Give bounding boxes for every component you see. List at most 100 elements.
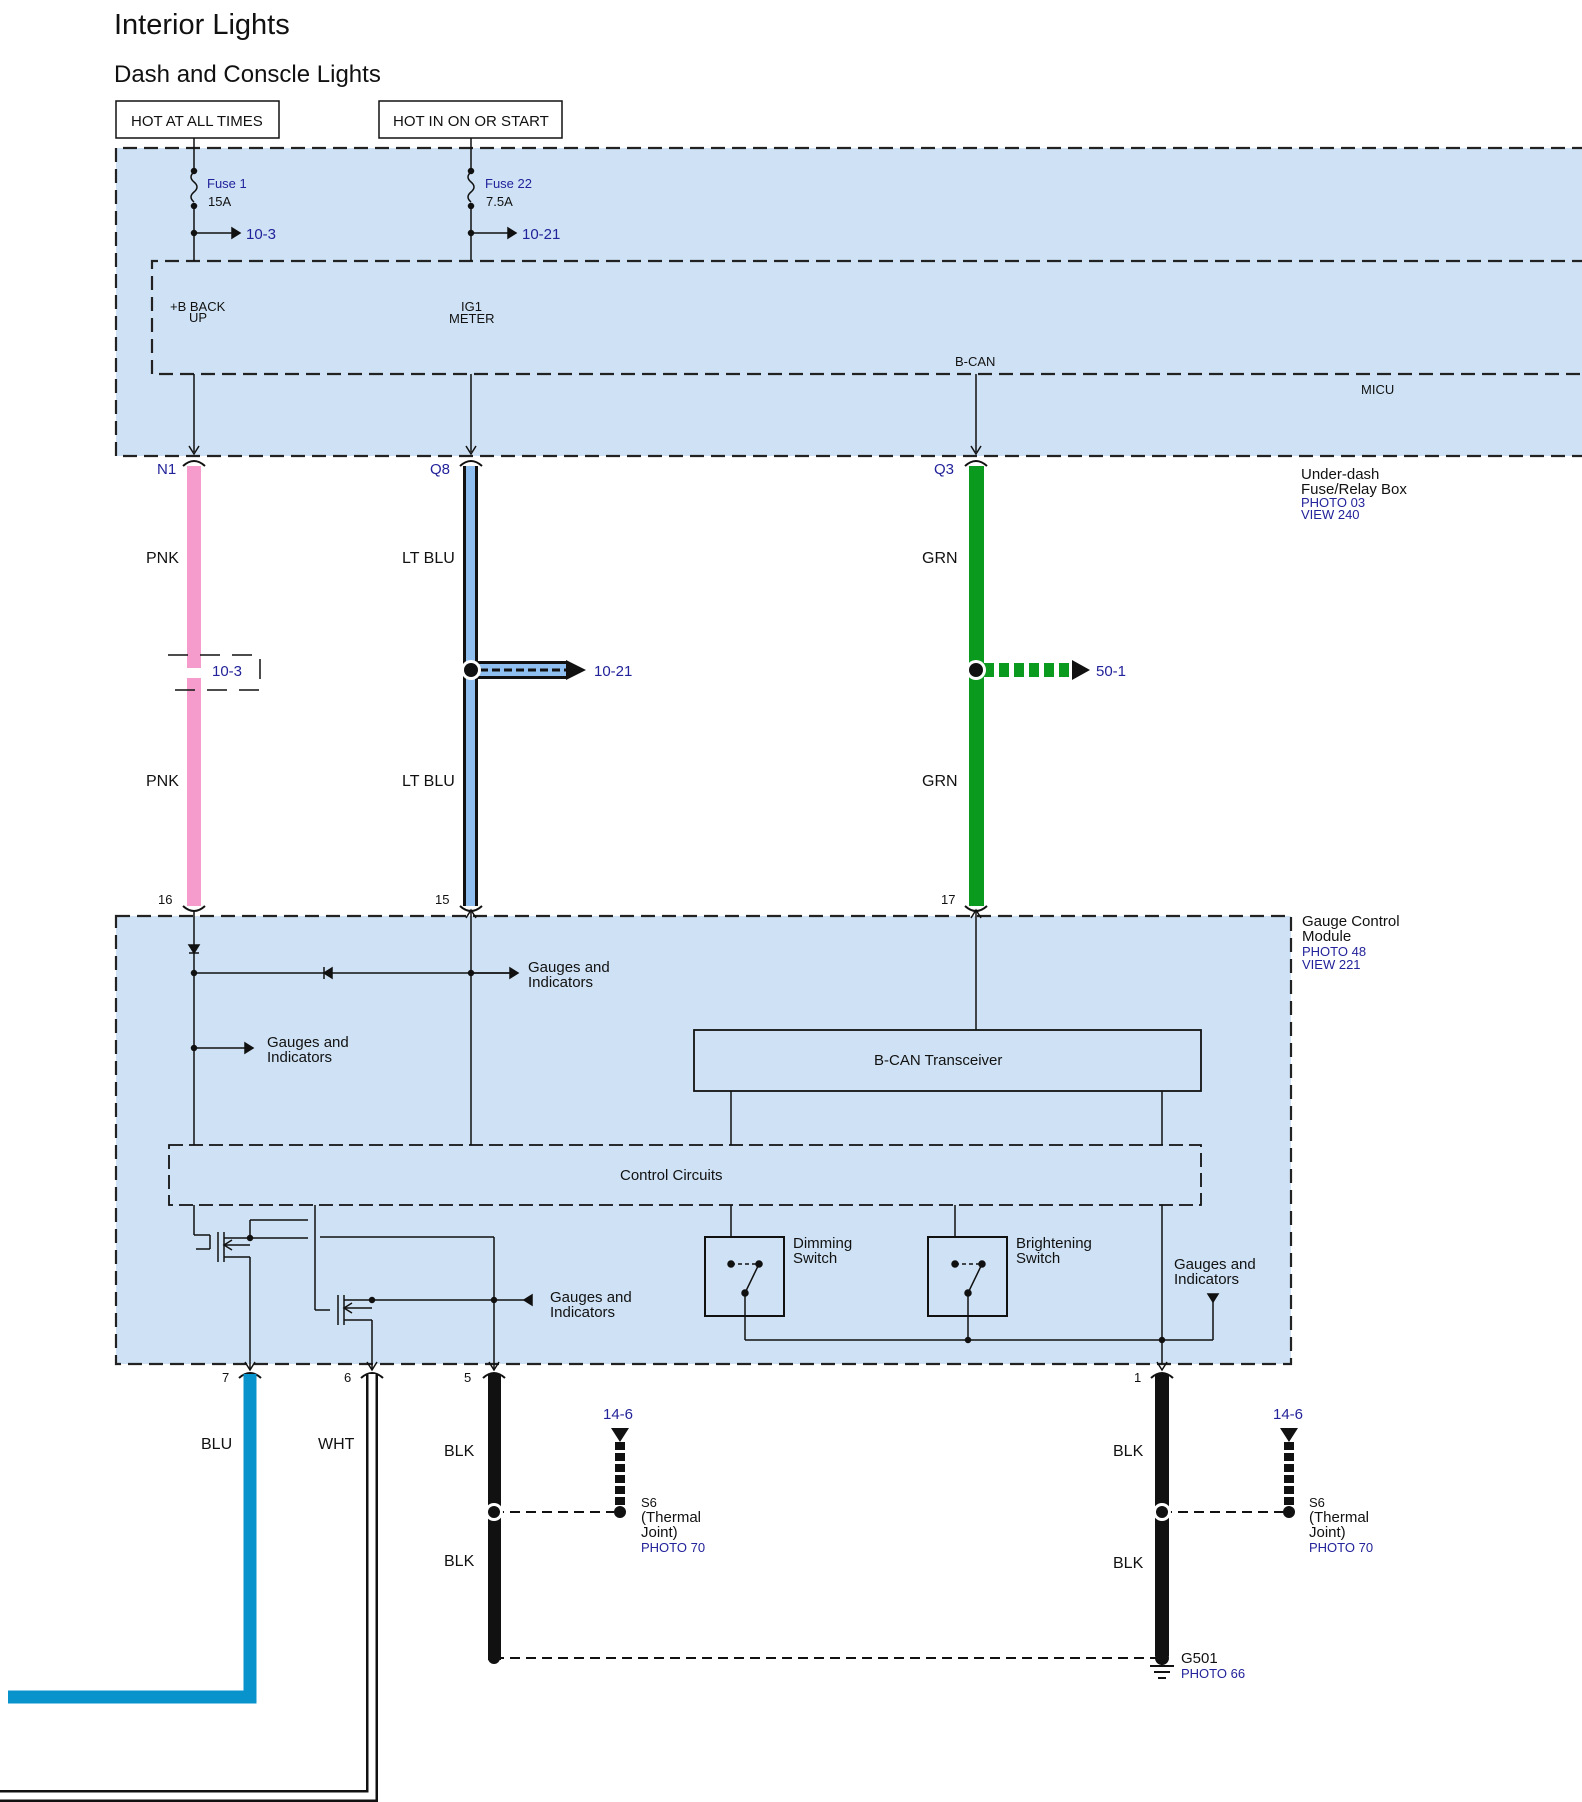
brightening-switch	[745, 1236, 1220, 1344]
grn-branch-ref[interactable]: 50-1	[1096, 663, 1126, 680]
pin-7: 7	[222, 1370, 229, 1385]
pin-17: 17	[941, 892, 955, 907]
s6-right-ref[interactable]: 14-6	[1273, 1406, 1303, 1423]
s6-left-label-3: Joint)	[641, 1524, 678, 1541]
micu-ig1-label-1: IG1	[461, 299, 482, 314]
blk-label-pin5-lower: BLK	[444, 1553, 475, 1570]
grn-branch[interactable]	[966, 660, 1090, 680]
gi-c-label-1: Gauges and	[550, 1289, 632, 1306]
gauge-control-module	[114, 914, 1293, 1366]
s6-right-label-3: Joint)	[1309, 1524, 1346, 1541]
g501-label: G501	[1181, 1650, 1218, 1667]
ground-icon	[1150, 1651, 1174, 1679]
hot-in-on-label: HOT IN ON OR START	[393, 113, 549, 130]
relay-box-photo[interactable]: PHOTO 03	[1301, 495, 1365, 510]
page-subtitle: Dash and Conscle Lights	[114, 61, 381, 88]
gcm-internal-wiring	[187, 908, 1163, 1364]
ltblu-label-lower: LT BLU	[402, 773, 455, 790]
grn-label-upper: GRN	[922, 550, 958, 567]
micu-backup-label-2: UP	[189, 310, 207, 325]
fuse-1	[190, 138, 242, 261]
gcm-label-1: Gauge Control	[1302, 913, 1400, 930]
hot-in-on-box	[378, 100, 563, 139]
s6-left-photo[interactable]: PHOTO 70	[641, 1540, 705, 1555]
brightening-switch-label-1: Brightening	[1016, 1235, 1092, 1252]
ltblu-branch[interactable]	[461, 660, 586, 680]
fuse-1-ref[interactable]: 10-3	[246, 226, 276, 243]
gi-d-label-2: Indicators	[1174, 1271, 1239, 1288]
dimming-switch	[704, 1236, 785, 1340]
pin-1: 1	[1134, 1370, 1141, 1385]
bcan-transceiver-box	[693, 1029, 1202, 1092]
relay-box-label-2: Fuse/Relay Box	[1301, 481, 1407, 498]
micu-backup-label-1: +B BACK	[170, 299, 226, 314]
grn-label-lower: GRN	[922, 773, 958, 790]
ltblu-wire[interactable]	[463, 466, 478, 906]
fuse-22-rating: 7.5A	[486, 194, 513, 209]
relay-box-view[interactable]: VIEW 240	[1301, 507, 1360, 522]
transistor-2	[315, 1236, 533, 1370]
micu-box	[150, 259, 1582, 376]
gi-b-label-1: Gauges and	[267, 1034, 349, 1051]
bcan-transceiver-label: B-CAN Transceiver	[874, 1052, 1002, 1069]
relay-box-label-1: Under-dash	[1301, 466, 1379, 483]
gcm-label-2: Module	[1302, 928, 1351, 945]
blu-label: BLU	[201, 1436, 232, 1453]
gi-a-label-2: Indicators	[528, 974, 593, 991]
blu-wire[interactable]	[8, 1374, 257, 1704]
micu-ig1-label-2: METER	[449, 311, 495, 326]
brightening-switch-label-2: Switch	[1016, 1250, 1060, 1267]
pin-6: 6	[344, 1370, 351, 1385]
hot-at-all-times-label: HOT AT ALL TIMES	[131, 113, 263, 130]
wht-wire[interactable]	[0, 1374, 378, 1802]
s6-left-label-2: (Thermal	[641, 1509, 701, 1526]
gcm-view[interactable]: VIEW 221	[1302, 957, 1361, 972]
fuse-1-name: Fuse 1	[207, 176, 247, 191]
control-circuits-label: Control Circuits	[620, 1167, 723, 1184]
grn-wire[interactable]	[969, 466, 984, 906]
pnk-break-ref[interactable]: 10-3	[212, 663, 242, 680]
pnk-wire[interactable]	[187, 466, 201, 906]
bottom-pin-arrows	[238, 1361, 1174, 1379]
transistor-1	[194, 1219, 308, 1370]
fuse-22-name: Fuse 22	[485, 176, 532, 191]
fuse-1-rating: 15A	[208, 194, 231, 209]
micu-label: MICU	[1361, 382, 1394, 397]
blk-label-pin5-upper: BLK	[444, 1443, 475, 1460]
s6-left-label-1: S6	[641, 1495, 657, 1510]
ltblu-branch-ref[interactable]: 10-21	[594, 663, 632, 680]
pnk-label-lower: PNK	[146, 773, 179, 790]
s6-right-label-2: (Thermal	[1309, 1509, 1369, 1526]
pnk-break-connector	[168, 654, 261, 691]
gi-c-label-2: Indicators	[550, 1304, 615, 1321]
gi-d-label-1: Gauges and	[1174, 1256, 1256, 1273]
blk-wire-pin5[interactable]	[485, 1374, 1160, 1664]
s6-right-photo[interactable]: PHOTO 70	[1309, 1540, 1373, 1555]
fuse-22-ref[interactable]: 10-21	[522, 226, 560, 243]
relay-box-panel	[114, 146, 1582, 458]
connector-q8: Q8	[430, 461, 450, 478]
g501-photo[interactable]: PHOTO 66	[1181, 1666, 1245, 1681]
wht-label: WHT	[318, 1436, 355, 1453]
blk-wire-pin1[interactable]	[1153, 1374, 1283, 1656]
micu-bcan-label: B-CAN	[955, 354, 995, 369]
page-title: Interior Lights	[114, 9, 290, 41]
pin-16: 16	[158, 892, 172, 907]
ltblu-label-upper: LT BLU	[402, 550, 455, 567]
pin-15: 15	[435, 892, 449, 907]
dimming-switch-label-2: Switch	[793, 1250, 837, 1267]
pin-5: 5	[464, 1370, 471, 1385]
dimming-switch-label-1: Dimming	[793, 1235, 852, 1252]
blk-label-pin1-lower: BLK	[1113, 1555, 1144, 1572]
fuse-22	[467, 138, 518, 261]
gi-a-label-1: Gauges and	[528, 959, 610, 976]
gcm-photo[interactable]: PHOTO 48	[1302, 944, 1366, 959]
connector-q3: Q3	[934, 461, 954, 478]
blk-label-pin1-upper: BLK	[1113, 1443, 1144, 1460]
s6-left-ref[interactable]: 14-6	[603, 1406, 633, 1423]
hot-at-all-times-box	[115, 100, 280, 139]
top-connector-caps	[182, 460, 988, 912]
pnk-label-upper: PNK	[146, 550, 179, 567]
control-circuits-box	[168, 1144, 1202, 1206]
